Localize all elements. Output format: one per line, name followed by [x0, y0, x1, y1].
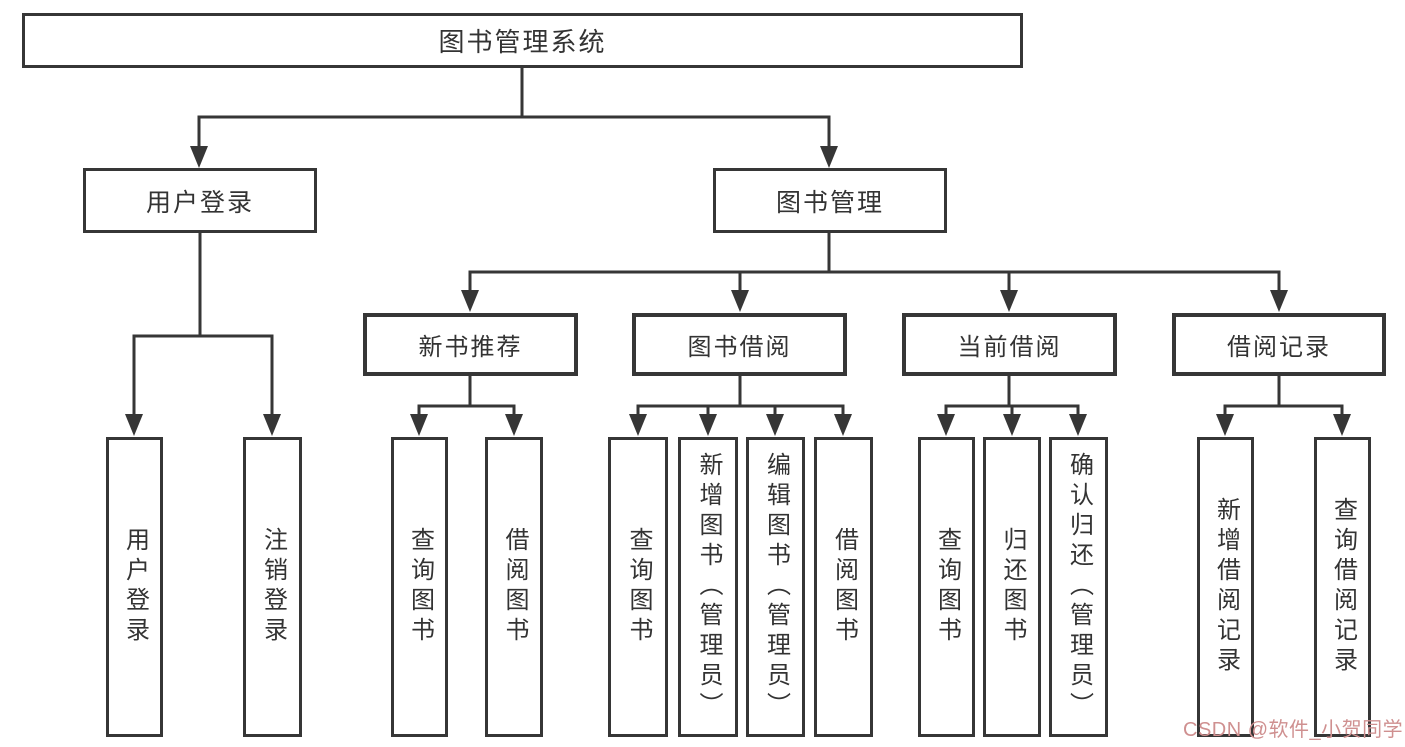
leaf-query-borrow-record: 查询借阅记录 [1314, 437, 1371, 737]
node-user-login: 用户登录 [83, 168, 317, 233]
leaf-current-query-books-label: 查询图书 [933, 527, 961, 647]
leaf-confirm-return-admin: 确认归还（管理员） [1049, 437, 1108, 737]
node-borrow-records-label: 借阅记录 [1227, 334, 1331, 361]
node-root-label: 图书管理系统 [438, 27, 607, 57]
leaf-add-borrow-record: 新增借阅记录 [1197, 437, 1254, 737]
node-borrow-records: 借阅记录 [1172, 313, 1386, 376]
leaf-add-books-admin-label: 新增图书（管理员） [695, 452, 722, 722]
node-root: 图书管理系统 [22, 13, 1023, 68]
leaf-recommend-query-books-label: 查询图书 [406, 527, 434, 647]
leaf-recommend-borrow-books: 借阅图书 [485, 437, 543, 737]
leaf-logout-label: 注销登录 [259, 527, 287, 647]
node-current-borrowing: 当前借阅 [902, 313, 1117, 376]
leaf-edit-books-admin-label: 编辑图书（管理员） [762, 452, 790, 722]
leaf-confirm-return-admin-label: 确认归还（管理员） [1065, 452, 1093, 722]
leaf-logout: 注销登录 [243, 437, 302, 737]
leaf-borrowing-query-books-label: 查询图书 [625, 527, 652, 647]
arrowheads [125, 146, 1351, 436]
leaf-current-query-books: 查询图书 [918, 437, 975, 737]
leaf-query-borrow-record-label: 查询借阅记录 [1329, 497, 1357, 677]
leaf-user-login: 用户登录 [106, 437, 163, 737]
leaf-borrowing-borrow-books-label: 借阅图书 [830, 527, 858, 647]
leaf-add-books-admin: 新增图书（管理员） [678, 437, 738, 737]
node-new-book-recommend: 新书推荐 [363, 313, 578, 376]
leaf-recommend-borrow-books-label: 借阅图书 [501, 527, 528, 647]
leaf-recommend-query-books: 查询图书 [391, 437, 448, 737]
node-book-borrowing-label: 图书借阅 [687, 334, 792, 361]
node-user-login-label: 用户登录 [145, 188, 254, 217]
leaf-add-borrow-record-label: 新增借阅记录 [1212, 497, 1240, 677]
node-current-borrowing-label: 当前借阅 [957, 334, 1062, 361]
leaf-return-books-label: 归还图书 [999, 527, 1026, 647]
node-book-borrowing: 图书借阅 [632, 313, 847, 376]
node-book-management-label: 图书管理 [775, 188, 884, 217]
leaf-borrowing-query-books: 查询图书 [608, 437, 668, 737]
node-book-management: 图书管理 [713, 168, 947, 233]
node-new-book-recommend-label: 新书推荐 [418, 334, 523, 361]
leaf-borrowing-borrow-books: 借阅图书 [814, 437, 873, 737]
leaf-edit-books-admin: 编辑图书（管理员） [746, 437, 805, 737]
leaf-user-login-label: 用户登录 [121, 527, 149, 647]
leaf-return-books: 归还图书 [983, 437, 1041, 737]
watermark-text: CSDN @软件_小贺同学 [1183, 719, 1404, 741]
